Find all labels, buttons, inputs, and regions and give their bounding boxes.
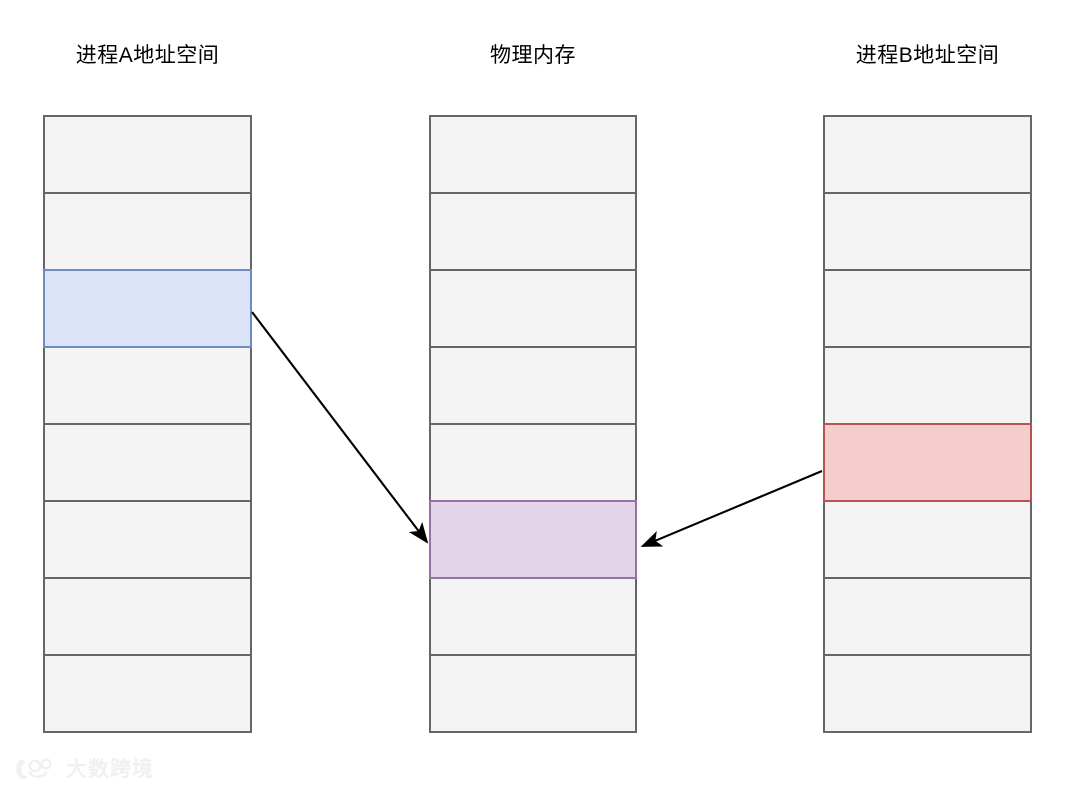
memory-cell-highlight-purple[interactable]	[429, 500, 637, 579]
arrow-process-a-to-physical-memory	[251, 311, 429, 544]
memory-cell[interactable]	[823, 346, 1032, 425]
memory-column-process-b	[823, 115, 1032, 733]
watermark: 大数跨境	[14, 757, 154, 781]
memory-cell[interactable]	[43, 192, 252, 271]
memory-cell[interactable]	[43, 654, 252, 733]
memory-cell[interactable]	[429, 577, 637, 656]
memory-cell[interactable]	[429, 192, 637, 271]
memory-cell[interactable]	[823, 500, 1032, 579]
memory-cell[interactable]	[43, 423, 252, 502]
arrow-process-b-to-physical-memory	[640, 470, 823, 548]
memory-cell[interactable]	[43, 115, 252, 194]
brand-logo-icon	[16, 758, 52, 780]
memory-cell[interactable]	[43, 577, 252, 656]
memory-cell-highlight-blue[interactable]	[43, 269, 252, 348]
memory-cell[interactable]	[429, 269, 637, 348]
memory-cell-highlight-red[interactable]	[823, 423, 1032, 502]
memory-cell[interactable]	[429, 115, 637, 194]
column-title-process-b: 进程B地址空间	[855, 44, 1000, 67]
watermark-text: 大数跨境	[66, 757, 154, 781]
column-title-physical-memory: 物理内存	[490, 44, 576, 67]
memory-cell[interactable]	[43, 346, 252, 425]
memory-cell[interactable]	[823, 192, 1032, 271]
memory-column-physical-memory	[429, 115, 637, 733]
memory-column-process-a	[43, 115, 252, 733]
column-title-process-a: 进程A地址空间	[75, 44, 220, 67]
memory-cell[interactable]	[823, 115, 1032, 194]
memory-cell[interactable]	[429, 654, 637, 733]
memory-cell[interactable]	[43, 500, 252, 579]
memory-cell[interactable]	[823, 269, 1032, 348]
memory-cell[interactable]	[429, 346, 637, 425]
memory-cell[interactable]	[823, 577, 1032, 656]
memory-cell[interactable]	[429, 423, 637, 502]
memory-cell[interactable]	[823, 654, 1032, 733]
